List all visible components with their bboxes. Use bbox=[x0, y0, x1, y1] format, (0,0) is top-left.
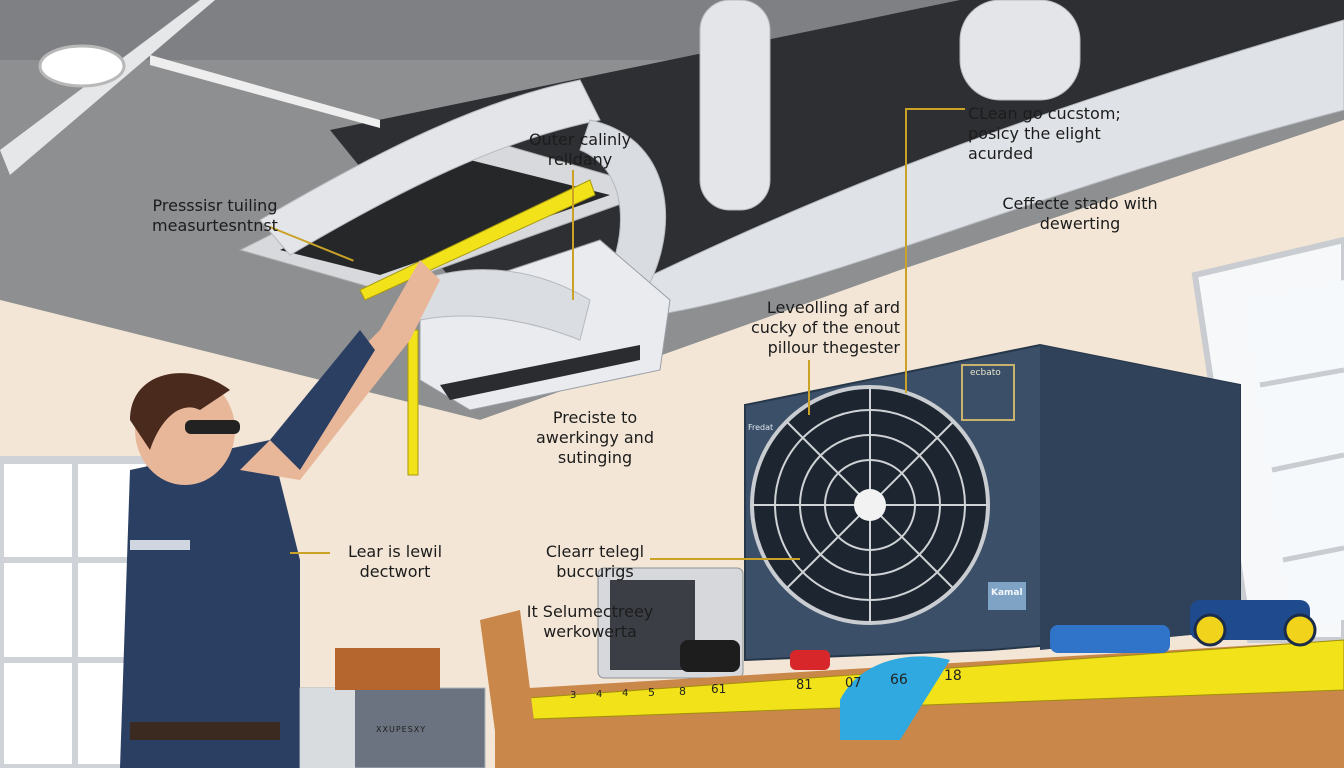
callout-precise: Preciste to awerkingy and sutinging bbox=[536, 408, 654, 467]
ceiling-rail bbox=[0, 0, 215, 175]
ladder bbox=[480, 610, 540, 768]
ruler-tick: 3 bbox=[570, 690, 577, 701]
blue-tool bbox=[1050, 625, 1170, 653]
ruler-tick: 81 bbox=[796, 678, 813, 693]
technician-uniform bbox=[120, 440, 300, 768]
callout-outer: Outer calinly relldany bbox=[528, 130, 632, 169]
leader-line bbox=[808, 360, 810, 415]
callout-selume: It Selumectreey werkowerta bbox=[526, 602, 654, 641]
ruler-tick: 8 bbox=[679, 685, 686, 698]
ruler-tick: 4 bbox=[596, 689, 603, 700]
callout-effect: Ceffecte stado with dewerting bbox=[1002, 194, 1158, 233]
condenser-brand-plate bbox=[988, 582, 1026, 610]
upper-duct bbox=[259, 79, 601, 256]
ruler-tick: 18 bbox=[944, 668, 962, 684]
condenser-badge-frame bbox=[961, 364, 1015, 421]
ruler-tick: 66 bbox=[890, 672, 908, 688]
leader-line bbox=[905, 108, 965, 110]
condenser-badge-bottom: Kamal bbox=[991, 588, 1023, 598]
technician-hair bbox=[130, 373, 230, 450]
ruler-tick: 07 bbox=[845, 676, 862, 691]
hanging-tape bbox=[407, 329, 419, 476]
callout-clean: CLean go cucstom; posicy the elight acur… bbox=[968, 104, 1121, 163]
ceiling-light bbox=[38, 44, 126, 88]
leader-line bbox=[905, 108, 907, 393]
callout-clear: Clearr telegl buccurigs bbox=[545, 542, 645, 581]
safety-glasses bbox=[185, 420, 240, 434]
callout-pressure: Presssisr tuiling measurtesntnst bbox=[152, 196, 278, 235]
main-duct bbox=[559, 19, 1344, 321]
leader-line bbox=[572, 170, 574, 300]
ruler-tick: 61 bbox=[711, 682, 727, 696]
leader-line bbox=[650, 558, 800, 560]
ruler-tick: 5 bbox=[648, 686, 655, 699]
toolbox-label: XXUPESXY bbox=[376, 725, 427, 734]
callout-lear: Lear is lewil dectwort bbox=[347, 542, 443, 581]
wooden-box bbox=[335, 648, 440, 690]
belt bbox=[130, 722, 280, 740]
vertical-duct bbox=[699, 0, 771, 211]
fan-hub bbox=[854, 489, 886, 521]
condenser-badge-top: ecbato bbox=[970, 368, 1001, 378]
callout-levelling: Leveolling af ard cucky of the enout pil… bbox=[750, 298, 900, 357]
drill bbox=[680, 640, 740, 672]
ceiling-cavity bbox=[330, 0, 1344, 300]
leader-line bbox=[290, 552, 330, 554]
condenser-badge-left: Fredat bbox=[748, 423, 774, 432]
ruler-tick: 4 bbox=[622, 688, 629, 699]
work-glove bbox=[840, 656, 950, 740]
